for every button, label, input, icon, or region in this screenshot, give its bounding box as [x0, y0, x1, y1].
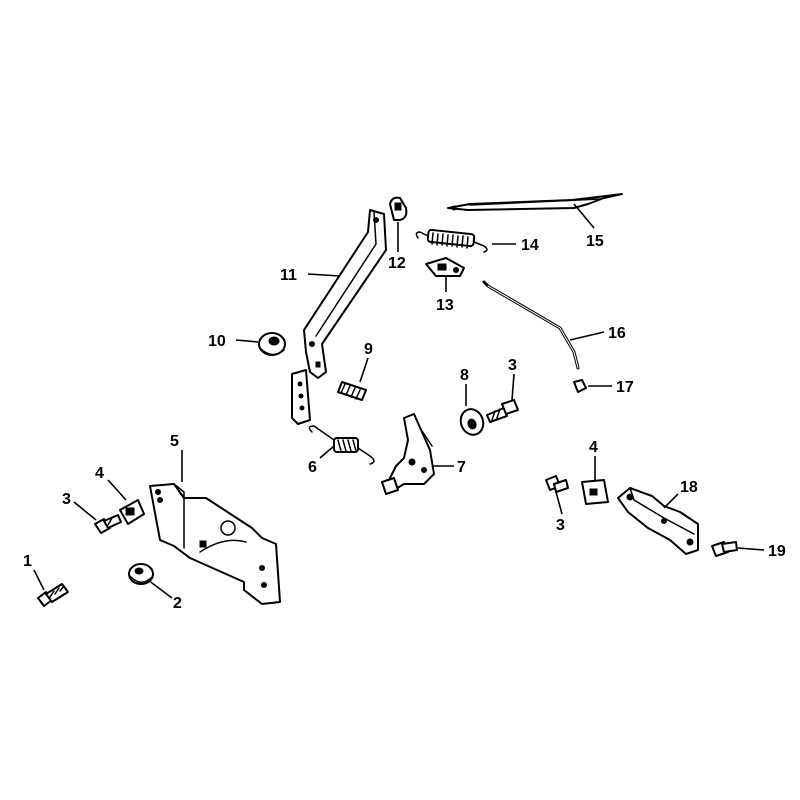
callout-11: 11	[280, 267, 297, 284]
part-10-bushing	[258, 332, 286, 356]
part-13-clip	[425, 257, 465, 277]
callout-16: 16	[608, 325, 626, 342]
leader-3a	[73, 501, 97, 521]
part-17-nut	[573, 379, 587, 393]
part-7-bracket	[381, 413, 435, 495]
callout-2: 2	[173, 595, 182, 612]
leader-10	[235, 339, 259, 343]
callout-7: 7	[457, 459, 466, 476]
leader-lines	[33, 203, 765, 599]
part-19-pin	[711, 541, 738, 557]
callout-4-right: 4	[589, 439, 598, 456]
part-4-clip-right	[581, 479, 609, 505]
callout-18: 18	[680, 479, 698, 496]
callout-1: 1	[23, 553, 32, 570]
callout-5: 5	[170, 433, 179, 450]
part-11-lever	[291, 209, 387, 425]
leader-1	[33, 569, 45, 591]
part-16-wire	[482, 280, 580, 370]
part-9-spring	[337, 381, 367, 401]
part-3-screw-left	[94, 514, 122, 534]
leader-15	[573, 203, 595, 229]
part-3-screw-right	[545, 475, 569, 493]
part-12-clamp	[389, 196, 408, 221]
callout-6: 6	[308, 459, 317, 476]
callout-17: 17	[616, 379, 634, 396]
part-1-bolt	[37, 583, 69, 607]
part-4-clip-left	[119, 499, 145, 525]
part-2-nut	[128, 563, 154, 585]
part-15-rod	[447, 193, 623, 211]
callout-10: 10	[208, 333, 226, 350]
callout-4-left: 4	[95, 465, 104, 482]
callout-12: 12	[388, 255, 406, 272]
part-6-spring	[308, 425, 375, 465]
leader-11	[307, 273, 341, 277]
leader-4a	[107, 479, 127, 501]
leader-3c	[555, 491, 563, 515]
leader-16	[569, 331, 605, 341]
leader-19	[737, 547, 765, 551]
leader-2	[147, 579, 173, 599]
callout-3-left: 3	[62, 491, 71, 508]
leader-3b	[511, 373, 515, 401]
part-8-washer	[459, 408, 485, 436]
callout-labels: 1 2 3 4 5 6 7 8 3 9 10 11 12 13 14 15 16…	[23, 233, 786, 612]
callout-8: 8	[460, 367, 469, 384]
callout-3-right: 3	[556, 517, 565, 534]
leader-18	[663, 493, 679, 509]
part-18-bracket	[617, 487, 699, 555]
part-3-screw-center	[486, 399, 519, 423]
callout-19: 19	[768, 543, 786, 560]
part-14-spring	[415, 228, 488, 253]
callout-13: 13	[436, 297, 454, 314]
callout-14: 14	[521, 237, 539, 254]
callout-3-center: 3	[508, 357, 517, 374]
leader-9	[359, 357, 369, 383]
leader-6	[319, 445, 335, 459]
callout-15: 15	[586, 233, 604, 250]
callout-9: 9	[364, 341, 373, 358]
part-5-control-plate	[149, 483, 281, 605]
